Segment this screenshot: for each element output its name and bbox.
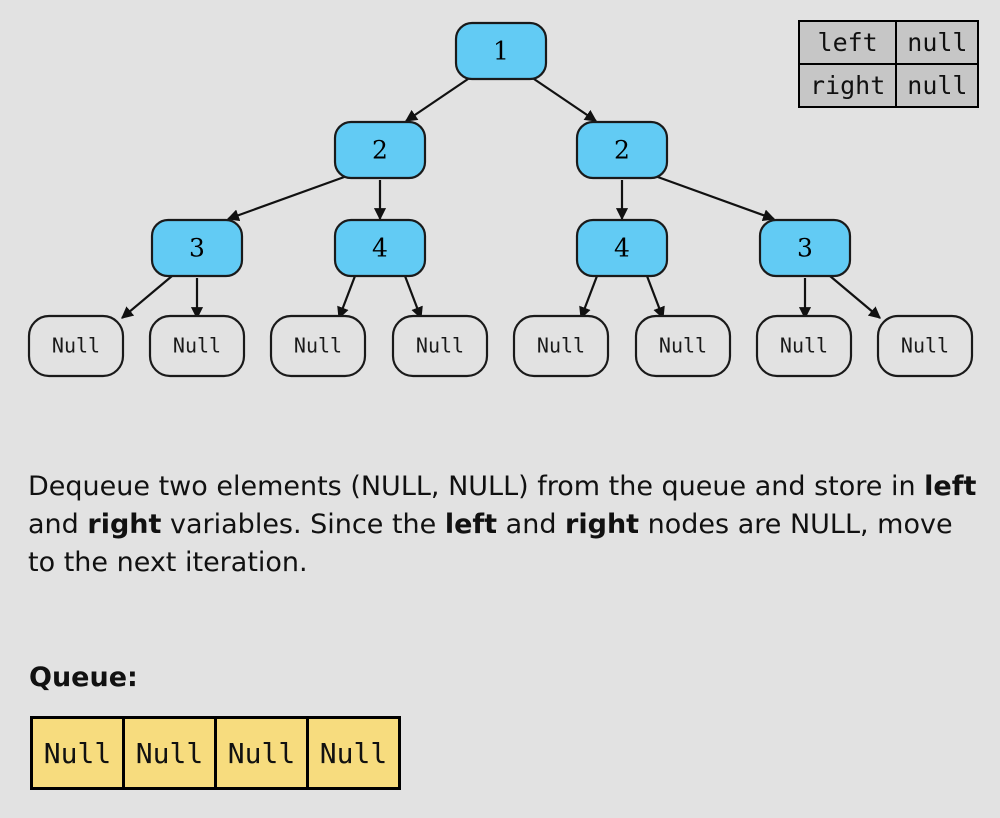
node-shape bbox=[575, 218, 669, 278]
tree-node-null-3: Null bbox=[269, 314, 367, 378]
explanation-line-2: and right variables. Since the left and … bbox=[28, 506, 1000, 544]
node-shape bbox=[148, 314, 246, 378]
keyword-right: right bbox=[87, 509, 162, 540]
node-value-label: Null bbox=[294, 334, 342, 358]
node-value-label: Null bbox=[537, 334, 585, 358]
node-shape bbox=[27, 314, 125, 378]
node-value-label: Null bbox=[780, 334, 828, 358]
tree-node-null-7: Null bbox=[755, 314, 853, 378]
tree-node-l1-right: 2 bbox=[575, 120, 669, 180]
variable-state-table: left null right null bbox=[797, 20, 980, 108]
node-shape bbox=[333, 120, 427, 180]
table-row: right null bbox=[797, 63, 980, 108]
node-shape bbox=[269, 314, 367, 378]
explanation-text: and bbox=[28, 509, 88, 540]
keyword-left: left bbox=[924, 471, 977, 502]
node-value-label: Null bbox=[659, 334, 707, 358]
node-shape bbox=[575, 120, 669, 180]
explanation-paragraph: Dequeue two elements (NULL, NULL) from t… bbox=[28, 468, 1000, 582]
tree-node-null-5: Null bbox=[512, 314, 610, 378]
node-shape bbox=[391, 314, 489, 378]
node-value-label: 4 bbox=[614, 234, 630, 263]
variable-name-right: right bbox=[797, 63, 898, 108]
variable-value-right: null bbox=[895, 63, 980, 108]
tree-node-null-8: Null bbox=[876, 314, 974, 378]
queue-cell: Null bbox=[214, 716, 309, 790]
tree-node-null-2: Null bbox=[148, 314, 246, 378]
variable-name-left: left bbox=[797, 20, 898, 65]
node-value-label: 1 bbox=[493, 37, 509, 66]
node-value-label: 2 bbox=[372, 136, 388, 165]
tree-node-null-4: Null bbox=[391, 314, 489, 378]
keyword-left: left bbox=[444, 509, 498, 540]
tree-node-root: 1 bbox=[454, 21, 548, 81]
node-shape bbox=[634, 314, 732, 378]
tree-node-l2-2: 4 bbox=[333, 218, 427, 278]
node-shape bbox=[454, 21, 548, 81]
queue-heading: Queue: bbox=[29, 662, 138, 693]
node-shape bbox=[512, 314, 610, 378]
node-shape bbox=[876, 314, 974, 378]
tree-node-l2-3: 4 bbox=[575, 218, 669, 278]
node-value-label: 2 bbox=[614, 136, 630, 165]
binary-tree-diagram: 1 2 2 3 4 4 3 Null bbox=[0, 0, 1000, 400]
explanation-text: variables. Since the bbox=[161, 509, 445, 540]
tree-edges bbox=[121, 78, 881, 320]
explanation-text: nodes are NULL, move bbox=[639, 509, 953, 540]
queue-cell: Null bbox=[306, 716, 401, 790]
tree-node-null-6: Null bbox=[634, 314, 732, 378]
node-shape bbox=[150, 218, 244, 278]
node-shape bbox=[755, 314, 853, 378]
variable-value-left: null bbox=[895, 20, 980, 65]
tree-node-l2-4: 3 bbox=[758, 218, 852, 278]
node-shape bbox=[333, 218, 427, 278]
explanation-text: Dequeue two elements (NULL, NULL) from t… bbox=[28, 471, 925, 502]
keyword-right: right bbox=[565, 509, 640, 540]
node-value-label: Null bbox=[52, 334, 100, 358]
explanation-line-1: Dequeue two elements (NULL, NULL) from t… bbox=[28, 468, 1000, 506]
tree-node-l2-1: 3 bbox=[150, 218, 244, 278]
queue-cell: Null bbox=[122, 716, 217, 790]
node-value-label: Null bbox=[901, 334, 949, 358]
node-value-label: 3 bbox=[189, 234, 205, 263]
tree-node-null-1: Null bbox=[27, 314, 125, 378]
explanation-line-3: to the next iteration. bbox=[28, 547, 308, 578]
node-shape bbox=[758, 218, 852, 278]
node-value-label: 3 bbox=[797, 234, 813, 263]
queue-cell: Null bbox=[30, 716, 125, 790]
table-row: left null bbox=[797, 20, 980, 65]
explanation-text: and bbox=[497, 509, 566, 540]
node-value-label: Null bbox=[173, 334, 221, 358]
node-value-label: Null bbox=[416, 334, 464, 358]
tree-node-l1-left: 2 bbox=[333, 120, 427, 180]
queue-visualization: Null Null Null Null bbox=[30, 716, 401, 790]
node-value-label: 4 bbox=[372, 234, 388, 263]
tree-svg-canvas: 1 2 2 3 4 4 3 Null bbox=[27, 21, 974, 378]
